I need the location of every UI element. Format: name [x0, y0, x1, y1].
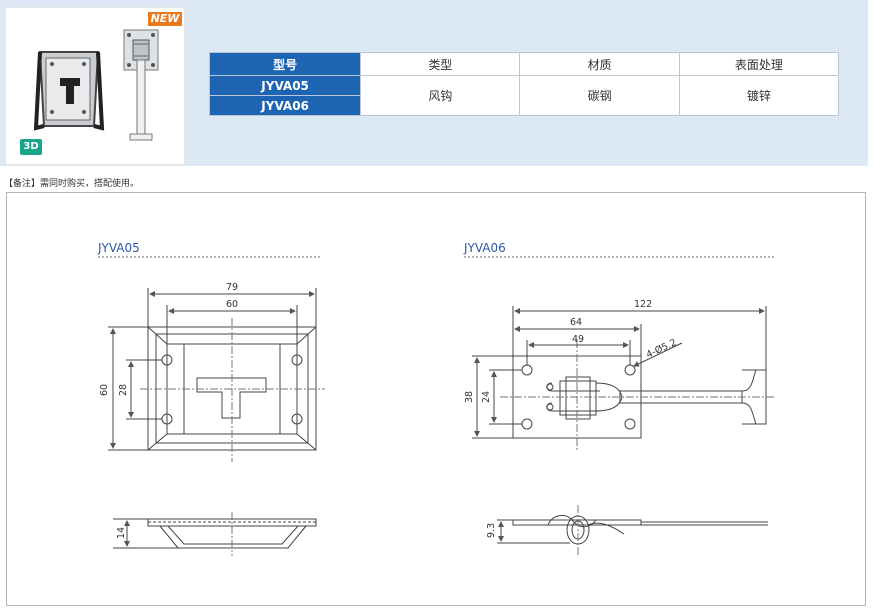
product-photo-illustration: [33, 29, 159, 141]
col-header-material: 材质: [519, 52, 680, 76]
col-header-finish: 表面处理: [678, 52, 840, 76]
dim-jyva06-hole-callout: 4-Ø5.2: [645, 337, 679, 361]
product-header-panel: NEW: [0, 0, 868, 166]
table-row: JYVA05 风钩 碳钢 镀锌: [208, 75, 840, 116]
finish-cell: 镀锌: [678, 75, 840, 116]
dim-jyva06-hole-spacing-h: 24: [481, 391, 492, 403]
model-cell-jyva05: JYVA05: [208, 75, 362, 96]
jyva05-front-view: [108, 288, 325, 462]
jyva05-side-view: [113, 512, 317, 556]
model-cell-jyva06: JYVA06: [208, 95, 362, 116]
dim-jyva05-hole-spacing-w: 60: [226, 299, 238, 310]
jyva06-photo: [123, 29, 159, 141]
new-badge: NEW: [148, 12, 182, 26]
jyva06-front-view: [472, 306, 775, 450]
material-cell: 碳钢: [519, 75, 680, 116]
technical-drawing-frame: [6, 192, 866, 606]
dim-jyva05-hole-spacing-h: 28: [118, 384, 129, 396]
dim-jyva06-hole-spacing-w: 49: [572, 334, 584, 345]
dim-jyva06-plate-height: 38: [464, 391, 475, 403]
product-photo: NEW: [5, 7, 185, 165]
dim-jyva06-overall-length: 122: [634, 299, 652, 310]
remark-note: 【备注】需同时购买，搭配使用。: [4, 179, 140, 189]
spec-table-header-row: 型号 类型 材质 表面处理: [208, 52, 840, 76]
3d-badge[interactable]: 3D: [20, 139, 42, 155]
jyva05-photo: [33, 51, 105, 131]
type-cell: 风钩: [360, 75, 521, 116]
col-header-type: 类型: [360, 52, 521, 76]
dim-jyva05-overall-height: 60: [99, 384, 110, 396]
drawing-label-jyva05: JYVA05: [98, 241, 140, 255]
drawing-label-jyva06: JYVA06: [464, 241, 506, 255]
jyva06-side-view: [497, 505, 768, 555]
table-row: JYVA06: [208, 95, 839, 116]
dim-jyva05-overall-width: 79: [226, 282, 238, 293]
dim-jyva05-side-height: 14: [116, 527, 127, 539]
dim-jyva06-plate-width: 64: [570, 317, 582, 328]
spec-table: 型号 类型 材质 表面处理 JYVA05 风钩 碳钢 镀锌 JYVA06: [208, 52, 840, 116]
dim-jyva06-side-height: 9.3: [486, 523, 497, 538]
